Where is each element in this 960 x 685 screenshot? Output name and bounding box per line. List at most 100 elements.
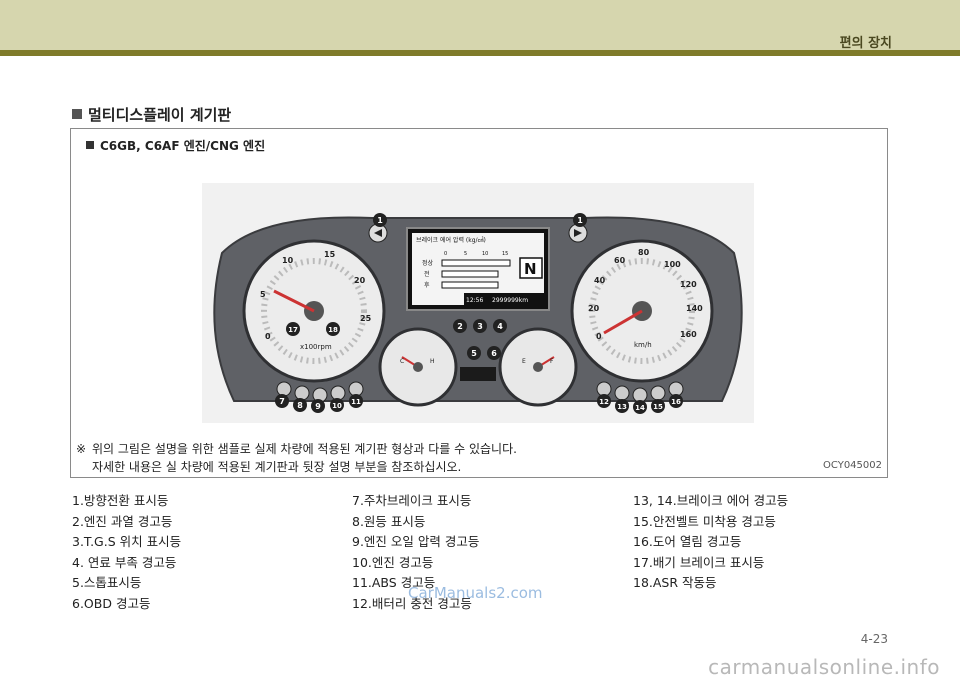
legend-item: 6.OBD 경고등 bbox=[72, 595, 151, 611]
pressure-bar-front bbox=[441, 270, 499, 278]
subsection-title-text: C6GB, C6AF 엔진/CNG 엔진 bbox=[100, 139, 266, 153]
callout-badge bbox=[373, 213, 387, 227]
callout-badge bbox=[453, 319, 467, 333]
section-title: 멀티디스플레이 계기판 bbox=[72, 104, 231, 125]
turn-left-arrow-icon bbox=[374, 229, 382, 237]
tach-tick-label: 25 bbox=[360, 314, 372, 323]
warning-lamp-11 bbox=[348, 381, 364, 397]
legend-item: 2.엔진 과열 경고등 bbox=[72, 513, 173, 529]
legend-item: 1.방향전환 표시등 bbox=[72, 493, 169, 508]
legend-item: 13, 14.브레이크 에어 경고등 bbox=[633, 493, 789, 508]
callout-badge bbox=[669, 394, 683, 408]
pressure-row-label: 후 bbox=[424, 281, 430, 289]
fuel-full-label: F bbox=[550, 358, 554, 365]
callout-number: 7 bbox=[279, 397, 285, 406]
legend-item: 17.배기 브레이크 표시등 bbox=[633, 554, 765, 570]
warning-lamp-10 bbox=[330, 385, 346, 401]
callout-number: 11 bbox=[351, 398, 361, 406]
legend-column-3: 13, 14.브레이크 에어 경고등 15.안전벨트 미착용 경고등 16.도어… bbox=[633, 491, 788, 594]
callout-badges: 1 1 2 3 4 5 6 7 8 9 10 11 12 13 14 15 16… bbox=[275, 213, 683, 414]
warning-lamp-16 bbox=[668, 381, 684, 397]
callout-badge bbox=[651, 399, 665, 413]
tachometer-tick-ring bbox=[261, 258, 367, 364]
temp-cold-label: C bbox=[400, 358, 404, 365]
callout-badge bbox=[597, 394, 611, 408]
legend-item: 5.스톱표시등 bbox=[72, 575, 142, 590]
callout-number: 9 bbox=[315, 402, 321, 411]
section-title-text: 멀티디스플레이 계기판 bbox=[88, 106, 232, 124]
callout-number: 17 bbox=[288, 326, 298, 334]
callout-badge bbox=[293, 398, 307, 412]
fuel-empty-label: E bbox=[522, 358, 526, 365]
speed-unit-label: km/h bbox=[634, 341, 652, 349]
speed-tick-label: 140 bbox=[686, 304, 703, 313]
callout-number: 18 bbox=[328, 326, 338, 334]
callout-badge bbox=[473, 319, 487, 333]
legend-item: 8.원등 표시등 bbox=[352, 513, 426, 529]
tach-tick-label: 15 bbox=[324, 250, 336, 259]
pressure-bar-rear bbox=[441, 281, 499, 289]
callout-number: 12 bbox=[599, 398, 609, 406]
callout-badge bbox=[286, 322, 300, 336]
warning-lamp-12 bbox=[596, 381, 612, 397]
legend-item: 18.ASR 작동등 bbox=[633, 575, 717, 590]
tach-tick-label: 20 bbox=[354, 276, 366, 285]
callout-number: 3 bbox=[477, 322, 483, 331]
fuel-hub bbox=[533, 362, 543, 372]
note-mark: ※ bbox=[76, 442, 87, 456]
pressure-row-label: 정상 bbox=[422, 259, 434, 267]
pressure-scale-label: 5 bbox=[464, 251, 467, 257]
tach-tick-label: 5 bbox=[260, 290, 266, 299]
speed-tick-label: 80 bbox=[638, 248, 650, 257]
callout-number: 4 bbox=[497, 322, 503, 331]
callout-number: 2 bbox=[457, 322, 463, 331]
callout-badge bbox=[330, 398, 344, 412]
footer-watermark[interactable]: carmanualsonline.info bbox=[708, 655, 940, 679]
legend-item: 9.엔진 오일 압력 경고등 bbox=[352, 534, 480, 549]
speed-tick-label: 160 bbox=[680, 330, 697, 339]
instrument-cluster-figure: 0 5 10 15 20 25 x100rpm 0 20 40 60 80 10… bbox=[202, 183, 754, 423]
pressure-scale-label: 15 bbox=[502, 251, 508, 257]
tach-tick-label: 10 bbox=[282, 256, 294, 265]
speed-tick-label: 20 bbox=[588, 304, 600, 313]
legend-item: 7.주차브레이크 표시등 bbox=[352, 493, 472, 508]
legend-column-2: 7.주차브레이크 표시등 8.원등 표시등 9.엔진 오일 압력 경고등 10.… bbox=[352, 491, 479, 614]
speed-tick-label: 100 bbox=[664, 260, 681, 269]
callout-badge bbox=[275, 394, 289, 408]
pressure-scale-label: 10 bbox=[482, 251, 488, 257]
callout-badge bbox=[573, 213, 587, 227]
legend-item: 11.ABS 경고등 bbox=[352, 575, 436, 590]
legend-item: 15.안전벨트 미착용 경고등 bbox=[633, 513, 776, 529]
tach-unit-label: x100rpm bbox=[300, 343, 332, 351]
temp-hot-label: H bbox=[430, 358, 435, 365]
watermark[interactable]: CarManuals2.com bbox=[408, 584, 543, 602]
callout-number: 8 bbox=[297, 401, 303, 410]
legend-item: 10.엔진 경고등 bbox=[352, 554, 434, 570]
page-number: 4-23 bbox=[860, 632, 888, 646]
trip-counter-display bbox=[460, 367, 496, 381]
warning-lamp-13 bbox=[614, 385, 630, 401]
display-odometer: 2999999km bbox=[492, 297, 528, 304]
speed-tick-label: 40 bbox=[594, 276, 606, 285]
subsection-title: C6GB, C6AF 엔진/CNG 엔진 bbox=[86, 137, 265, 154]
display-clock: 12:56 bbox=[466, 297, 483, 304]
speed-tick-label: 120 bbox=[680, 280, 697, 289]
warning-lamp-14 bbox=[632, 387, 648, 403]
speedometer-tick-ring bbox=[589, 258, 695, 364]
warning-lamp-7 bbox=[276, 381, 292, 397]
callout-badge bbox=[493, 319, 507, 333]
callout-number: 16 bbox=[671, 398, 681, 406]
callout-number: 15 bbox=[653, 403, 663, 411]
legend-item: 16.도어 열림 경고등 bbox=[633, 534, 742, 549]
note-line: 위의 그림은 설명을 위한 샘플로 실제 차량에 적용된 계기판 형상과 다를 … bbox=[92, 442, 517, 456]
turn-right-arrow-icon bbox=[574, 229, 582, 237]
legend-column-1: 1.방향전환 표시등 2.엔진 과열 경고등 3.T.G.S 위치 표시등 4.… bbox=[72, 491, 181, 614]
display-status-strip bbox=[464, 293, 544, 305]
image-code: OCY045002 bbox=[823, 460, 882, 471]
tach-tick-label: 0 bbox=[265, 332, 271, 341]
chapter-title: 편의 장치 bbox=[839, 36, 892, 51]
callout-number: 5 bbox=[471, 349, 477, 358]
tachometer-needle bbox=[273, 289, 315, 313]
callout-number: 13 bbox=[617, 403, 627, 411]
callout-badge bbox=[349, 394, 363, 408]
